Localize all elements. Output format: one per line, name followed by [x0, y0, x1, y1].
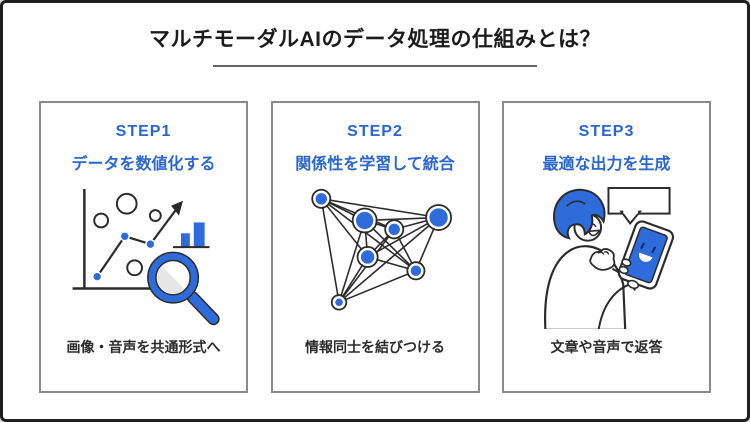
network-nodes	[310, 188, 452, 311]
network-edges	[320, 198, 439, 304]
step-card-1: STEP1 データを数値化する	[39, 101, 248, 393]
step1-subtitle: データを数値化する	[71, 156, 216, 173]
step2-caption: 情報同士を結びつける	[305, 339, 445, 355]
tablet-device	[617, 220, 675, 290]
step3-subtitle: 最適な出力を生成	[542, 156, 671, 173]
step2-subtitle: 関係性を学習して統合	[295, 156, 455, 173]
person-tablet-speech-icon	[544, 186, 675, 329]
step2-label: STEP2	[347, 123, 403, 140]
trend-line-arrow	[92, 200, 183, 282]
speech-bubble	[607, 186, 671, 226]
steps-row: STEP1 データを数値化する	[39, 101, 711, 393]
step-card-2: STEP2 関係性を学習して統合	[270, 101, 480, 393]
step3-caption: 文章や音声で返答	[550, 339, 663, 355]
step1-caption: 画像・音声を共通形式へ	[66, 339, 221, 355]
step-card-3: STEP3 最適な出力を生成	[502, 101, 711, 393]
network-graph-icon	[310, 188, 452, 311]
scatter-bubbles	[93, 192, 162, 277]
title-underline	[213, 65, 537, 67]
magnifier-icon	[147, 251, 220, 326]
scatter-chart-magnifier-icon	[72, 188, 220, 326]
person-figure	[544, 188, 636, 329]
step1-label: STEP1	[115, 123, 172, 140]
mini-bar-chart	[173, 222, 210, 249]
page-title: マルチモーダルAIのデータ処理の仕組みとは？	[149, 28, 601, 51]
step3-label: STEP3	[578, 123, 635, 140]
